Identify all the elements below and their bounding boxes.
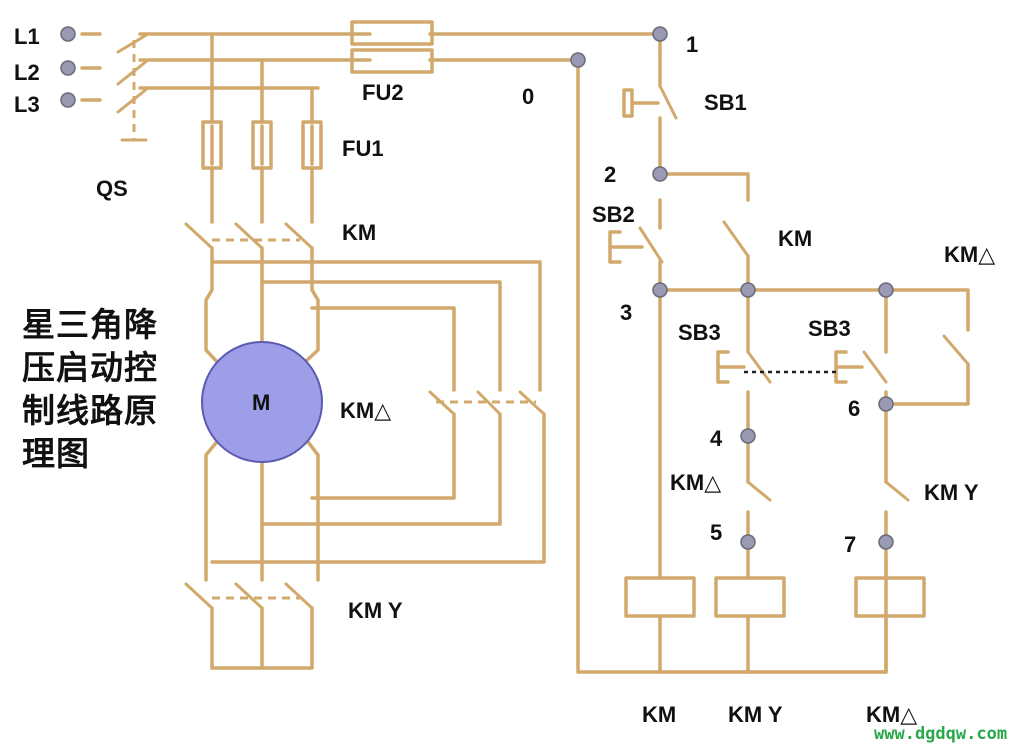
terminal-0 (570, 52, 586, 68)
wire-l3 (80, 86, 320, 102)
sb1-actuator (622, 88, 660, 118)
label-km-delta-hold: KM△ (944, 242, 995, 267)
ctrl-main (658, 48, 750, 292)
motor-out-3 (303, 436, 320, 582)
fu1-cores (210, 124, 314, 166)
wire-l1 (80, 32, 662, 52)
label-node1: 1 (686, 32, 698, 57)
label-coil-kmdelta: KM△ (866, 702, 917, 727)
tap-u1 (210, 260, 542, 392)
ctrl-bus6 (884, 362, 970, 406)
label-node7: 7 (844, 532, 856, 557)
tap-v1 (260, 280, 502, 392)
terminal-5 (740, 534, 756, 550)
label-fu1: FU1 (342, 136, 384, 161)
label-motor: M (252, 390, 270, 415)
label-sb2: SB2 (592, 202, 635, 227)
km-hold-contact (722, 220, 750, 258)
ctrl-bus3 (658, 288, 970, 332)
km-main-contacts (184, 222, 314, 250)
terminal-2 (652, 166, 668, 182)
sb3b-actuator (834, 350, 864, 384)
fu2-fuse-1 (350, 20, 434, 46)
label-l3: L3 (14, 92, 40, 117)
km-delta-out (210, 412, 546, 564)
label-sb1: SB1 (704, 90, 747, 115)
label-kmy-interlock: KM Y (924, 480, 979, 505)
label-node6: 6 (848, 396, 860, 421)
label-l2: L2 (14, 60, 40, 85)
label-qs: QS (96, 176, 128, 201)
coil-km (624, 576, 696, 618)
sb2-actuator (608, 230, 644, 264)
label-node3: 3 (620, 300, 632, 325)
sb3a-contact (746, 350, 772, 384)
sb3b-contact (862, 350, 888, 384)
wiring (80, 20, 970, 674)
label-km-main: KM (342, 220, 376, 245)
fu2-fuse-2 (350, 48, 434, 74)
terminal-1 (652, 26, 668, 42)
terminals (60, 26, 894, 550)
watermark: www.dgdqw.com (874, 724, 1008, 744)
labels: L1 L2 L3 QS FU2 FU1 KM M KM△ KM Y 0 1 SB… (14, 24, 995, 727)
terminal-l3 (60, 92, 76, 108)
label-sb3-b: SB3 (808, 316, 851, 341)
km-delta-hold-contact (942, 334, 970, 366)
kmy-star (210, 606, 314, 670)
label-coil-kmy: KM Y (728, 702, 783, 727)
label-node0: 0 (522, 84, 534, 109)
motor (201, 341, 323, 463)
motor-out-1 (204, 436, 222, 582)
sb1-contact (658, 84, 678, 120)
label-coil-km: KM (642, 702, 676, 727)
label-km-hold: KM (778, 226, 812, 251)
terminal-3b (740, 282, 756, 298)
coil-kmdelta (854, 576, 926, 618)
label-kmy-main: KM Y (348, 598, 403, 623)
terminal-7 (878, 534, 894, 550)
terminal-3c (878, 282, 894, 298)
terminal-4 (740, 428, 756, 444)
sb2-contact (638, 226, 664, 264)
coil-kmy (714, 576, 786, 618)
label-km-delta-main: KM△ (340, 398, 391, 423)
terminal-6 (878, 396, 894, 412)
motor-feed-1 (204, 246, 222, 367)
kmdelta-interlock (746, 480, 772, 502)
kmy-interlock (884, 480, 910, 502)
fu1-fuse-1 (201, 120, 223, 170)
kmy-contacts (184, 582, 314, 610)
terminal-3 (652, 282, 668, 298)
diagram-title: 星三角降压启动控制线路原理图 (22, 305, 158, 473)
label-l1: L1 (14, 24, 40, 49)
motor-feed-3 (303, 246, 320, 364)
label-km-delta-interlock: KM△ (670, 470, 721, 495)
label-node2: 2 (604, 162, 616, 187)
label-node4: 4 (710, 426, 723, 451)
terminal-l1 (60, 26, 76, 42)
tap-w1 (310, 306, 456, 392)
terminal-l2 (60, 60, 76, 76)
label-node5: 5 (710, 520, 722, 545)
label-sb3-a: SB3 (678, 320, 721, 345)
fu1-fuse-3 (301, 120, 323, 170)
fu1-fuse-2 (251, 120, 273, 170)
sb3a-actuator (716, 350, 746, 384)
label-fu2: FU2 (362, 80, 404, 105)
